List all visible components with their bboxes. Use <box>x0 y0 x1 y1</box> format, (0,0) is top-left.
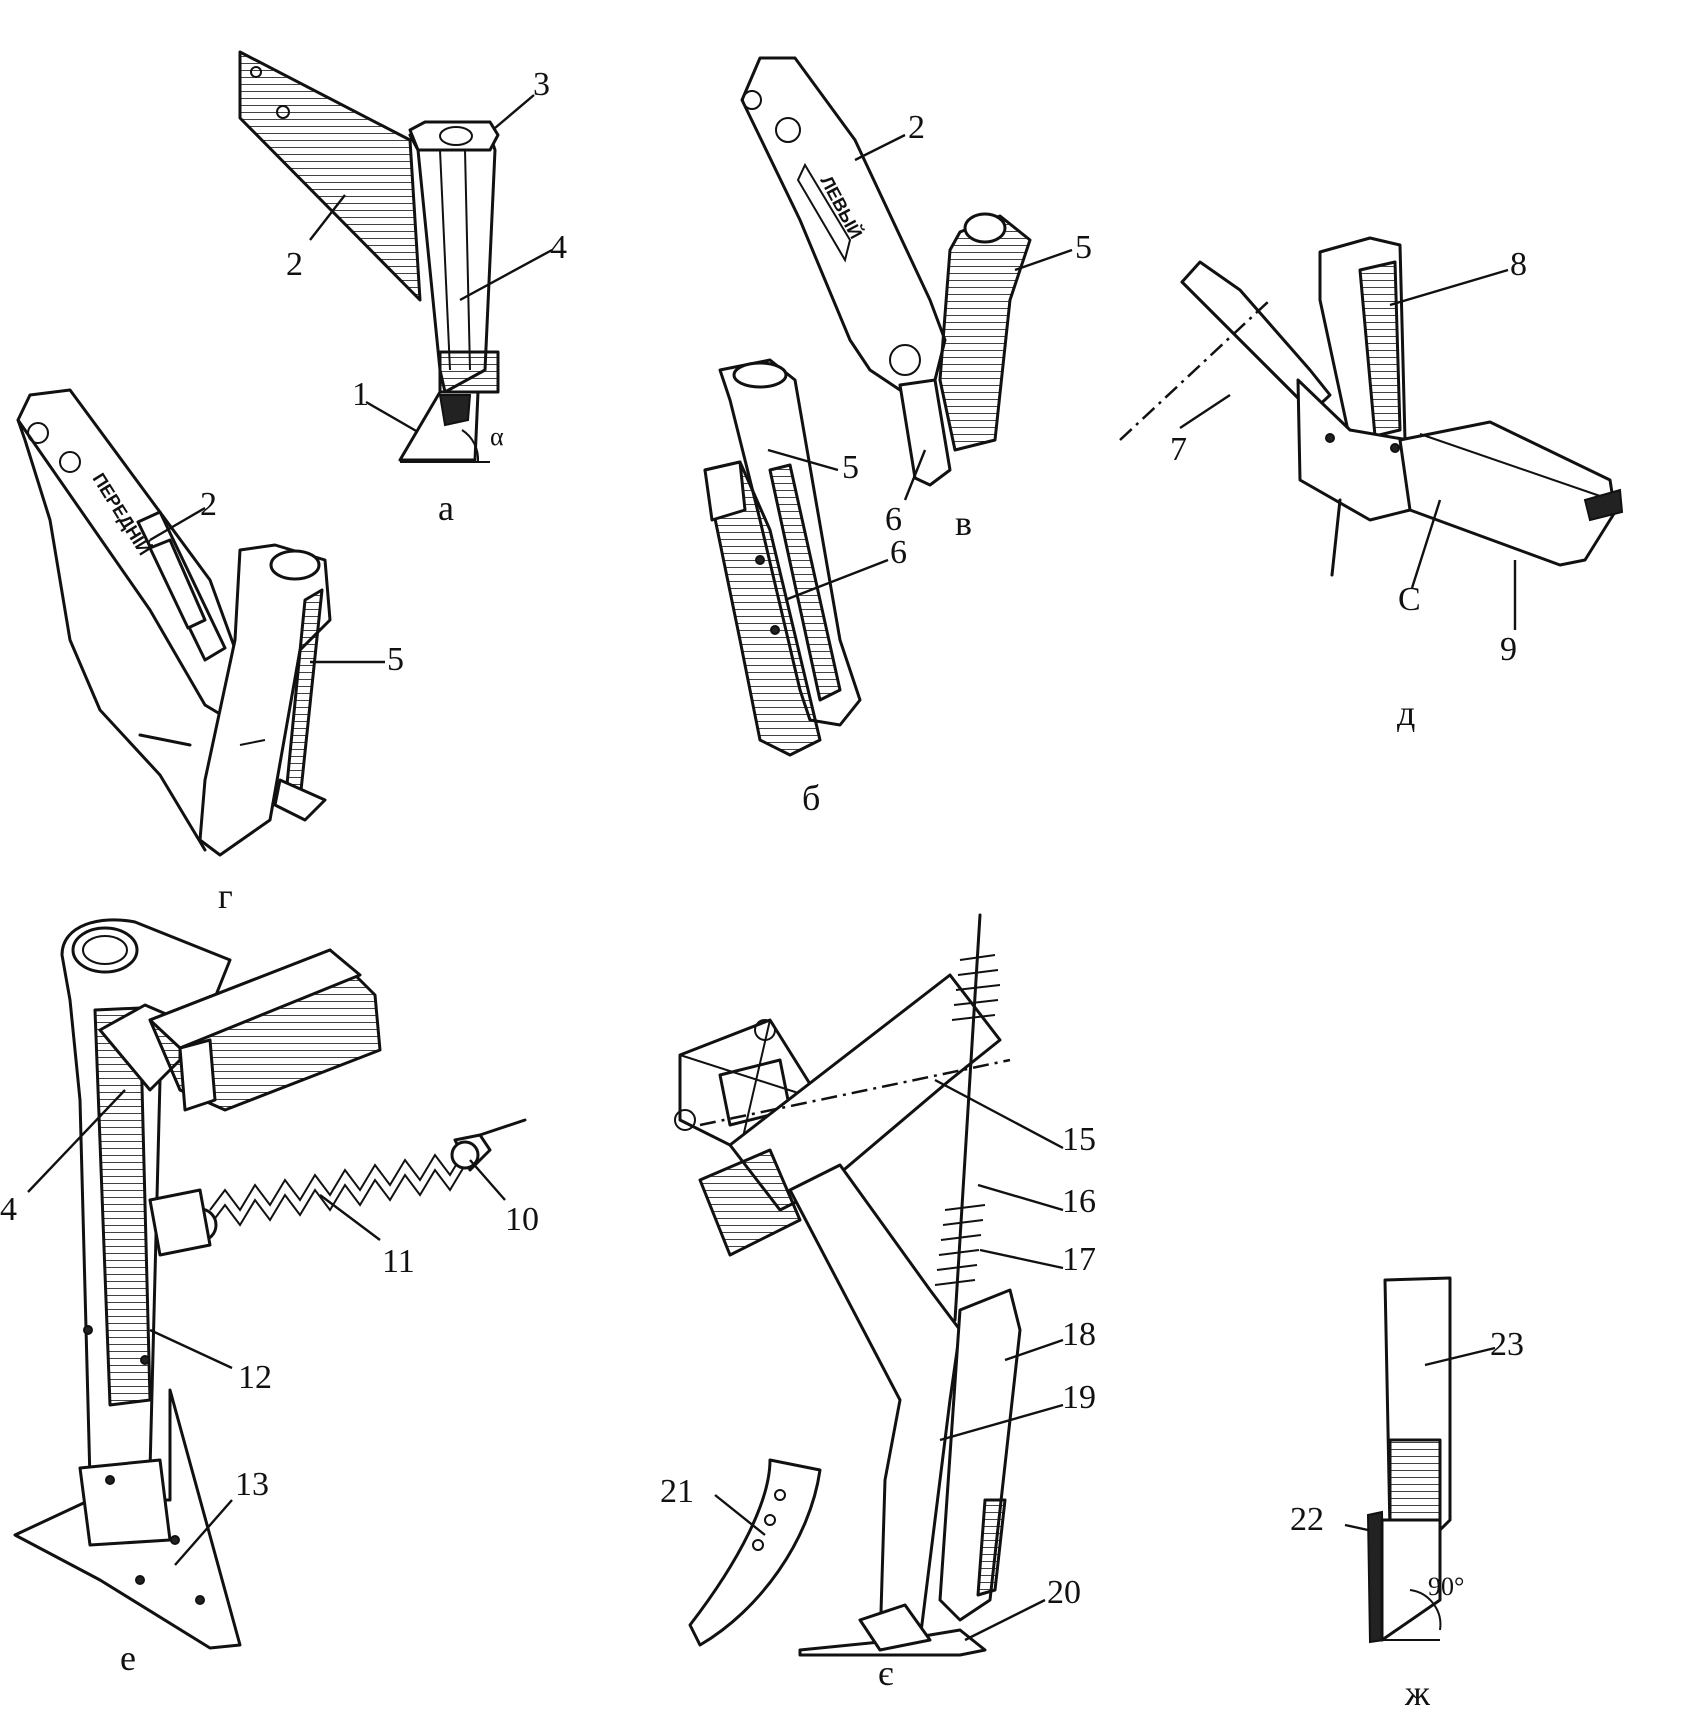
leader-a-3 <box>494 94 535 129</box>
label-ye-18: 18 <box>1062 1316 1096 1353</box>
label-a-2: 2 <box>286 246 303 283</box>
leader-zh-22 <box>1344 1523 1369 1532</box>
caption-g: г <box>218 876 233 916</box>
panel-zh-labels: 23 22 90° ж <box>1290 1326 1524 1713</box>
label-d-7: 7 <box>1170 431 1187 468</box>
leader-v-6 <box>903 449 927 501</box>
panel-ye-labels: 15 16 17 18 19 20 21 є <box>660 1078 1096 1693</box>
label-e-10: 10 <box>505 1201 539 1238</box>
label-a-1: 1 <box>352 376 369 413</box>
caption-e: е <box>120 1638 136 1678</box>
panel-b: 5 6 б <box>703 358 907 818</box>
panel-ye: 15 16 17 18 19 20 21 є <box>660 913 1096 1693</box>
leader-e-11 <box>319 1194 381 1241</box>
caption-zh: ж <box>1404 1673 1431 1713</box>
leader-ye-18 <box>1004 1338 1064 1362</box>
panel-d-labels: 7 8 9 С д <box>1170 246 1527 733</box>
label-ye-20: 20 <box>1047 1574 1081 1611</box>
leader-d-7 <box>1179 393 1231 430</box>
leader-b-6 <box>784 558 889 602</box>
leader-g-2 <box>149 506 206 542</box>
panel-g-labels: 2 5 г <box>149 486 404 916</box>
leader-a-4 <box>459 248 553 302</box>
leader-a-2 <box>309 194 346 241</box>
leader-ye-21 <box>714 1494 766 1536</box>
leader-zh-23 <box>1424 1346 1496 1367</box>
panel-v-drawing: ЛЕВЫЙ <box>740 56 1032 487</box>
leader-d-8 <box>1389 268 1509 307</box>
label-g-2: 2 <box>200 486 217 523</box>
label-a-3: 3 <box>533 66 550 103</box>
label-b-5: 5 <box>842 449 859 486</box>
leader-ye-16 <box>977 1183 1064 1212</box>
panel-a-drawing <box>238 50 500 463</box>
label-a-4: 4 <box>550 229 567 266</box>
leader-ye-19 <box>939 1403 1064 1442</box>
label-ye-19: 19 <box>1062 1379 1096 1416</box>
label-e-11: 11 <box>382 1243 415 1280</box>
leader-e-4 <box>27 1089 126 1193</box>
label-ye-16: 16 <box>1062 1183 1096 1220</box>
caption-a: а <box>438 488 454 528</box>
caption-ye: є <box>878 1653 893 1693</box>
label-ye-17: 17 <box>1062 1241 1096 1278</box>
panel-zh: 23 22 90° ж <box>1290 1276 1524 1713</box>
panel-b-labels: 5 6 б <box>767 448 907 818</box>
label-e-12: 12 <box>238 1359 272 1396</box>
panel-a: 1 2 3 4 α а <box>238 50 567 528</box>
label-e-4: 4 <box>0 1191 17 1228</box>
label-e-13: 13 <box>235 1466 269 1503</box>
panel-d-drawing <box>1119 236 1624 577</box>
label-d-8: 8 <box>1510 246 1527 283</box>
label-zh-22: 22 <box>1290 1501 1324 1538</box>
panel-e-drawing <box>13 918 527 1650</box>
label-a-alpha: α <box>490 422 504 451</box>
panel-g-drawing: ПЕРЕДНІЙ <box>16 388 332 857</box>
panel-ye-drawing <box>674 913 1022 1657</box>
panel-v-labels: 2 5 6 в <box>854 109 1092 543</box>
leader-ye-17 <box>979 1248 1064 1270</box>
leader-e-12 <box>149 1328 233 1370</box>
label-v-5: 5 <box>1075 229 1092 266</box>
leader-b-5 <box>767 448 839 472</box>
label-d-9: 9 <box>1500 631 1517 668</box>
leader-ye-20 <box>964 1598 1046 1642</box>
panel-e: 4 10 11 12 13 е <box>0 918 539 1678</box>
caption-b: б <box>802 778 820 818</box>
panel-g: ПЕРЕДНІЙ 2 5 г <box>16 388 404 916</box>
panel-a-labels: 1 2 3 4 α а <box>286 66 567 528</box>
caption-d: д <box>1397 693 1415 733</box>
panel-e-labels: 4 10 11 12 13 е <box>0 1089 539 1678</box>
label-d-c: С <box>1398 581 1421 618</box>
leader-v-5 <box>1014 248 1073 272</box>
leader-a-1 <box>365 400 419 434</box>
leader-ye-15 <box>934 1078 1064 1150</box>
label-v-2: 2 <box>908 109 925 146</box>
leader-e-10 <box>469 1159 506 1201</box>
label-zh-23: 23 <box>1490 1326 1524 1363</box>
label-ye-15: 15 <box>1062 1121 1096 1158</box>
label-b-6: 6 <box>890 534 907 571</box>
panel-zh-drawing <box>1366 1276 1452 1644</box>
panel-v: ЛЕВЫЙ 2 5 6 в <box>740 56 1092 543</box>
leader-v-2 <box>854 133 906 162</box>
label-zh-angle: 90° <box>1428 1572 1464 1601</box>
panel-b-drawing <box>703 358 862 757</box>
panel-d: 7 8 9 С д <box>1119 236 1624 733</box>
label-g-5: 5 <box>387 641 404 678</box>
label-v-6: 6 <box>885 501 902 538</box>
label-ye-21: 21 <box>660 1473 694 1510</box>
caption-v: в <box>955 503 972 543</box>
leader-e-13 <box>174 1499 233 1566</box>
leader-d-c <box>1410 499 1442 589</box>
